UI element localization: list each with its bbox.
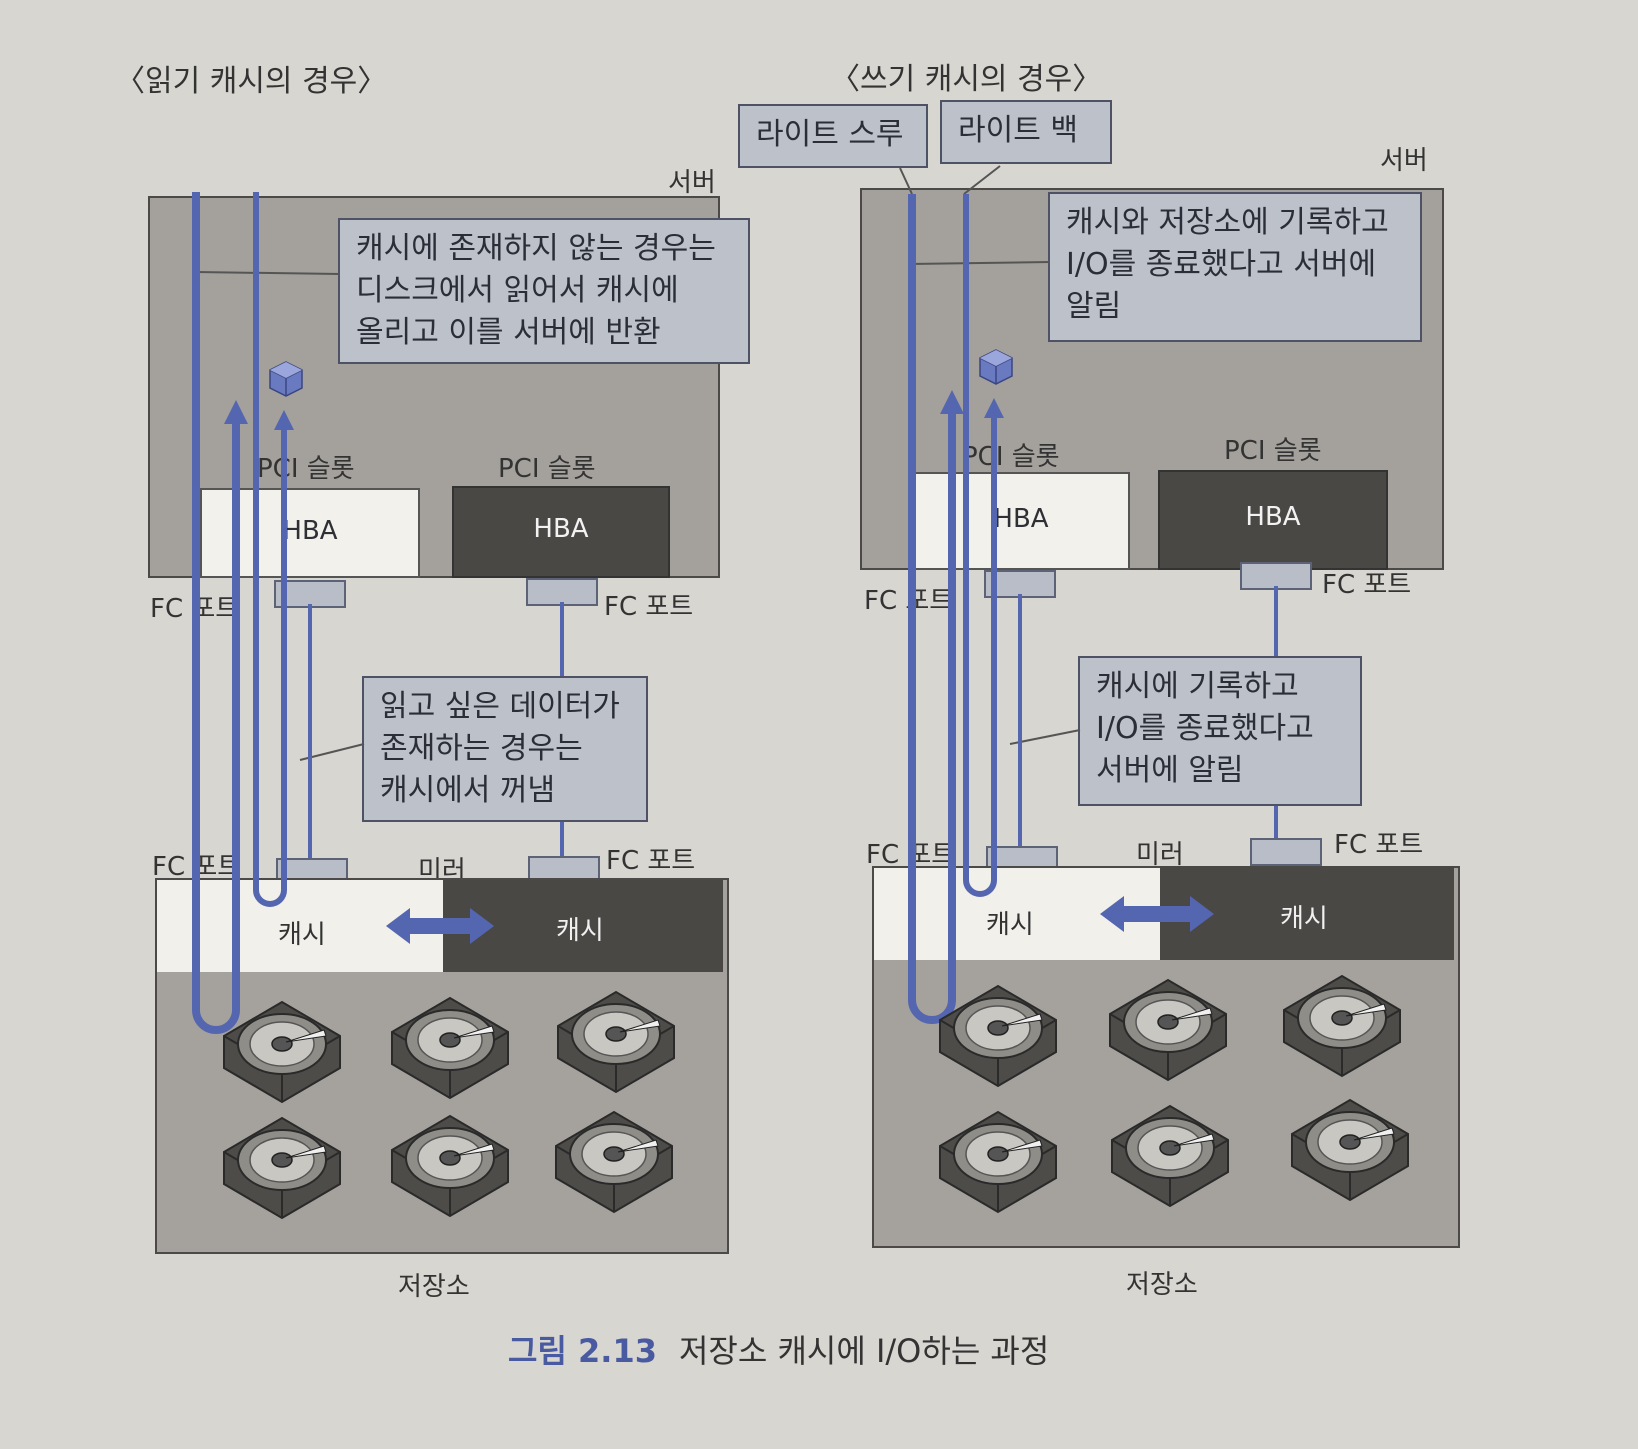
- right-hba-1-label: HBA: [993, 504, 1049, 534]
- left-cache-1-label: 캐시: [278, 920, 326, 950]
- right-write-through-arrow: [940, 390, 964, 414]
- right-fc-port-lower-2: [1250, 838, 1322, 866]
- right-callout-write-back: 캐시에 기록하고 I/O를 종료했다고 서버에 알림: [1078, 656, 1362, 806]
- left-pci-slot-1: PCI 슬롯: [257, 454, 355, 484]
- left-storage-label: 저장소: [398, 1272, 470, 1302]
- right-disk-4: [939, 1111, 1057, 1213]
- left-fc-port-lower-right-label: FC 포트: [606, 846, 696, 876]
- left-callout-mid-line-2: 존재하는 경우는: [380, 731, 583, 766]
- right-callout-top-line-3: 알림: [1066, 289, 1122, 324]
- left-hit-path: [253, 192, 287, 907]
- left-disk-6: [555, 1111, 673, 1213]
- left-disk-4: [223, 1117, 341, 1219]
- right-write-back-path: [963, 194, 997, 897]
- right-pci-slot-1: PCI 슬롯: [962, 442, 1060, 472]
- left-callout-top-pointer: [195, 271, 341, 275]
- left-hit-arrow: [274, 410, 294, 430]
- right-pci-slot-2: PCI 슬롯: [1224, 436, 1322, 466]
- write-back-label: 라이트 백: [958, 113, 1078, 148]
- right-cache-1-label: 캐시: [986, 910, 1034, 940]
- left-hba-2-label: HBA: [533, 514, 589, 544]
- figure-caption-text: 저장소 캐시에 I/O하는 과정: [678, 1332, 1050, 1370]
- right-disk-3: [1283, 975, 1401, 1077]
- right-write-back-arrow: [984, 398, 1004, 418]
- right-storage-label: 저장소: [1126, 1270, 1198, 1300]
- left-callout-cache-miss: 캐시에 존재하지 않는 경우는 디스크에서 읽어서 캐시에 올리고 이를 서버에…: [338, 218, 750, 364]
- right-callout-mid-line-3: 서버에 알림: [1096, 753, 1244, 788]
- left-callout-top-line-2: 디스크에서 읽어서 캐시에: [356, 273, 679, 308]
- left-disk-2: [391, 997, 509, 1099]
- right-callout-write-through: 캐시와 저장소에 기록하고 I/O를 종료했다고 서버에 알림: [1048, 192, 1422, 342]
- left-disk-1: [223, 1001, 341, 1103]
- right-disk-5: [1111, 1105, 1229, 1207]
- left-hba-1-label: HBA: [282, 516, 338, 546]
- right-callout-top-pointer: [909, 261, 1051, 265]
- left-callout-top-line-3: 올리고 이를 서버에 반환: [356, 315, 661, 350]
- write-through-label: 라이트 스루: [756, 117, 904, 152]
- left-data-cube: [269, 361, 303, 397]
- right-disk-1: [939, 985, 1057, 1087]
- left-miss-path: [192, 192, 240, 1034]
- right-fc-port-upper-right-label: FC 포트: [1322, 570, 1412, 600]
- left-callout-top-line-1: 캐시에 존재하지 않는 경우는: [356, 231, 716, 266]
- left-miss-arrow: [224, 400, 248, 424]
- left-cache-2-label: 캐시: [556, 916, 604, 946]
- right-disk-2: [1109, 979, 1227, 1081]
- left-callout-mid-line-1: 읽고 싶은 데이터가: [380, 689, 620, 724]
- right-cache-2-label: 캐시: [1280, 904, 1328, 934]
- right-callout-mid-line-1: 캐시에 기록하고: [1096, 669, 1299, 704]
- left-callout-mid-line-3: 캐시에서 꺼냄: [380, 773, 556, 808]
- right-fc-port-lower-right-label: FC 포트: [1334, 830, 1424, 860]
- right-mirror-label: 미러: [1136, 840, 1184, 870]
- write-back-box: 라이트 백: [940, 100, 1112, 164]
- right-label-pointers: [899, 165, 1001, 195]
- right-hba-2-label: HBA: [1245, 502, 1301, 532]
- right-title: 〈쓰기 캐시의 경우〉: [830, 62, 1103, 97]
- right-hba-2: HBA: [1158, 470, 1388, 570]
- left-fc-port-upper-right-label: FC 포트: [604, 592, 694, 622]
- right-write-through-path: [908, 194, 956, 1024]
- figure-number: 그림 2.13: [508, 1332, 657, 1370]
- left-callout-cache-hit: 읽고 싶은 데이터가 존재하는 경우는 캐시에서 꺼냄: [362, 676, 648, 822]
- left-title: 〈읽기 캐시의 경우〉: [115, 64, 388, 99]
- left-disk-5: [391, 1115, 509, 1217]
- left-server-label: 서버: [668, 168, 716, 198]
- right-disk-6: [1291, 1099, 1409, 1201]
- right-data-cube: [979, 349, 1013, 385]
- write-through-box: 라이트 스루: [738, 104, 928, 168]
- right-callout-mid-line-2: I/O를 종료했다고: [1096, 711, 1314, 746]
- left-pci-slot-2: PCI 슬롯: [498, 454, 596, 484]
- right-callout-top-line-1: 캐시와 저장소에 기록하고: [1066, 205, 1389, 240]
- right-server-label: 서버: [1380, 146, 1428, 176]
- right-mirror-arrow: [1100, 896, 1214, 932]
- left-hba-2: HBA: [452, 486, 670, 578]
- right-callout-top-line-2: I/O를 종료했다고 서버에: [1066, 247, 1377, 282]
- left-disk-3: [557, 991, 675, 1093]
- figure-caption: 그림 2.13 저장소 캐시에 I/O하는 과정: [508, 1326, 1049, 1372]
- left-mirror-arrow: [386, 908, 494, 944]
